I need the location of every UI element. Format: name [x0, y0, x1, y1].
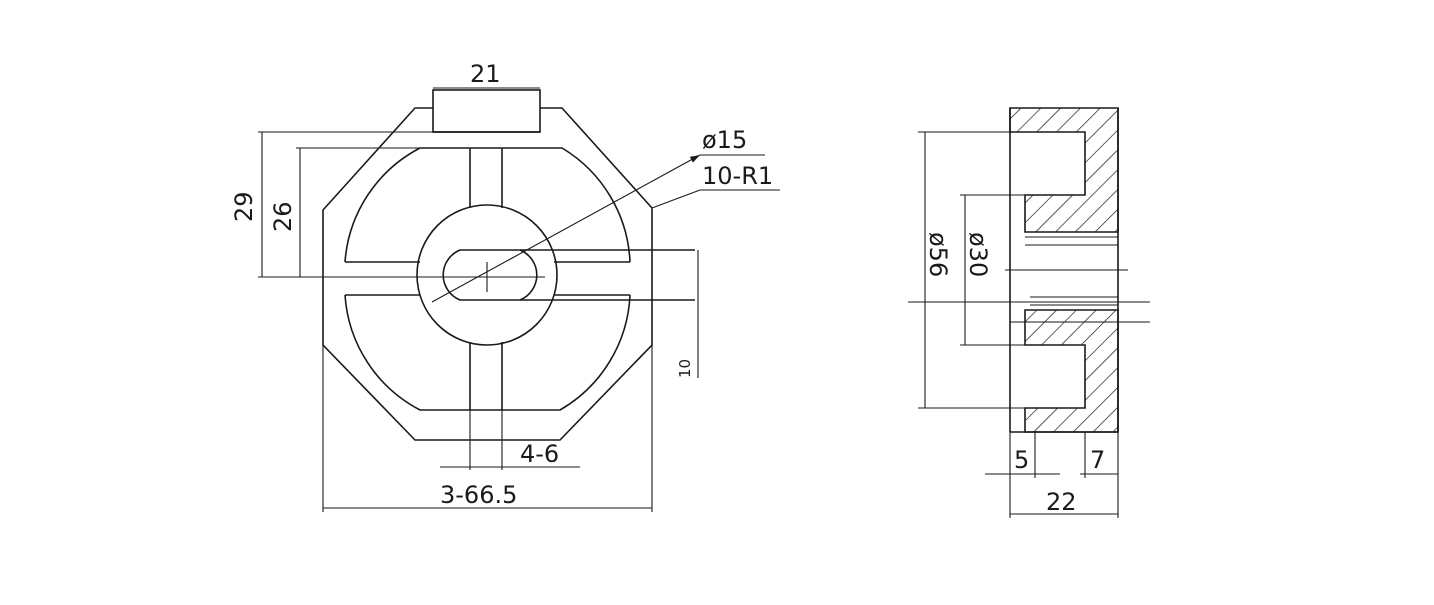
front-view: 21 29 26 ø15 10-R1 10 4-6 3-66.5: [230, 60, 780, 512]
dim-21: 21: [470, 60, 501, 88]
section-top: [1009, 107, 1119, 233]
dim-29: 29: [230, 191, 258, 222]
dim-slot: 4-6: [520, 440, 559, 468]
hub-circle: [416, 204, 558, 346]
dim-bore: ø15: [702, 126, 747, 154]
bore: [442, 249, 538, 301]
dim-outer-dia: ø56: [924, 232, 952, 277]
dim-radius: 10-R1: [702, 162, 773, 190]
dim-step: 7: [1090, 446, 1105, 474]
side-view: ø56 ø30 5 7 22: [908, 107, 1150, 518]
dim-26: 26: [269, 201, 297, 232]
spokes: [345, 148, 695, 410]
octagon-outline: [322, 107, 653, 441]
inner-race: [344, 147, 631, 263]
dim-10: 10: [676, 359, 694, 378]
dim-overall: 3-66.5: [440, 481, 517, 509]
dim-inner-dia: ø30: [964, 232, 992, 277]
top-tab: [432, 89, 541, 133]
dim-total: 22: [1046, 488, 1077, 516]
section-bottom: [1024, 309, 1119, 433]
dim-flange: 5: [1014, 446, 1029, 474]
